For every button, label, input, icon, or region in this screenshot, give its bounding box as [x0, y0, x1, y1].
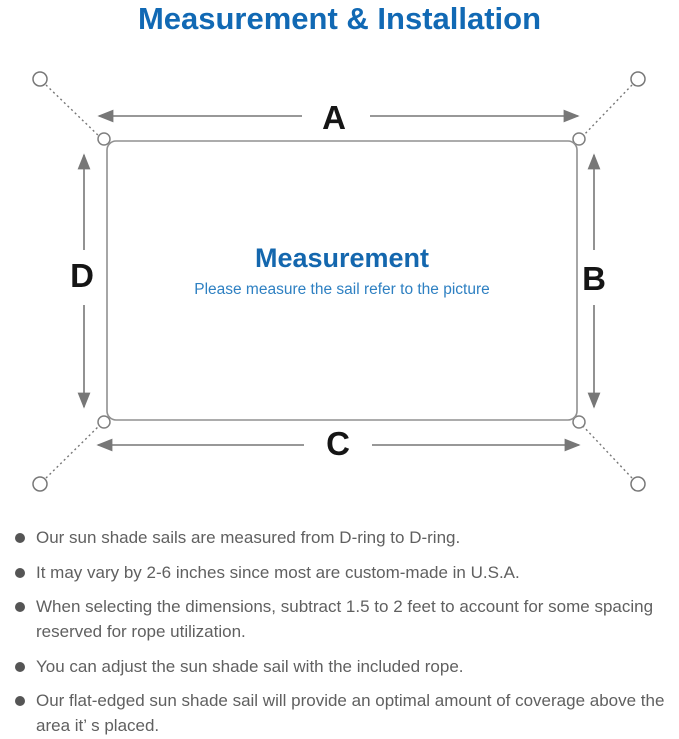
note-text: When selecting the dimensions, subtract … [36, 597, 654, 641]
note-text: You can adjust the sun shade sail with t… [36, 656, 464, 676]
bullet-dot-icon [15, 661, 25, 672]
dimension-label-c: C [326, 425, 350, 462]
shade-sail-measurement-diagram: A B C D Measurement Please measure the s… [32, 71, 646, 492]
dimension-label-d: D [70, 257, 94, 294]
anchor-point-icons [32, 71, 646, 492]
notes-list: Our sun shade sails are measured from D-… [0, 514, 679, 739]
note-text: It may vary by 2-6 inches since most are… [36, 562, 520, 582]
note-text: Our flat-edged sun shade sail will provi… [36, 691, 665, 735]
bullet-dot-icon [15, 602, 25, 613]
bullet-dot-icon [15, 696, 25, 707]
note-item: When selecting the dimensions, subtract … [10, 595, 677, 644]
note-item: It may vary by 2-6 inches since most are… [10, 561, 677, 586]
measurement-subtitle: Please measure the sail refer to the pic… [194, 281, 490, 298]
note-item: Our sun shade sails are measured from D-… [10, 526, 677, 551]
dimension-label-a: A [322, 99, 346, 136]
diagram-center-text: Measurement Please measure the sail refe… [107, 243, 577, 299]
anchor-rope-lines [45, 84, 633, 479]
sun-shade-sail-outline [106, 140, 578, 421]
page-title: Measurement & Installation [137, 1, 542, 36]
dimension-label-b: B [582, 260, 606, 297]
measurement-heading: Measurement [254, 243, 430, 273]
bullet-dot-icon [15, 533, 25, 543]
diagram-graphics [32, 71, 646, 492]
note-text: Our sun shade sails are measured from D-… [36, 528, 461, 547]
note-item: Our flat-edged sun shade sail will provi… [10, 689, 677, 738]
note-item: You can adjust the sun shade sail with t… [10, 655, 677, 680]
d-ring-icons [97, 132, 586, 429]
bullet-dot-icon [15, 567, 25, 578]
